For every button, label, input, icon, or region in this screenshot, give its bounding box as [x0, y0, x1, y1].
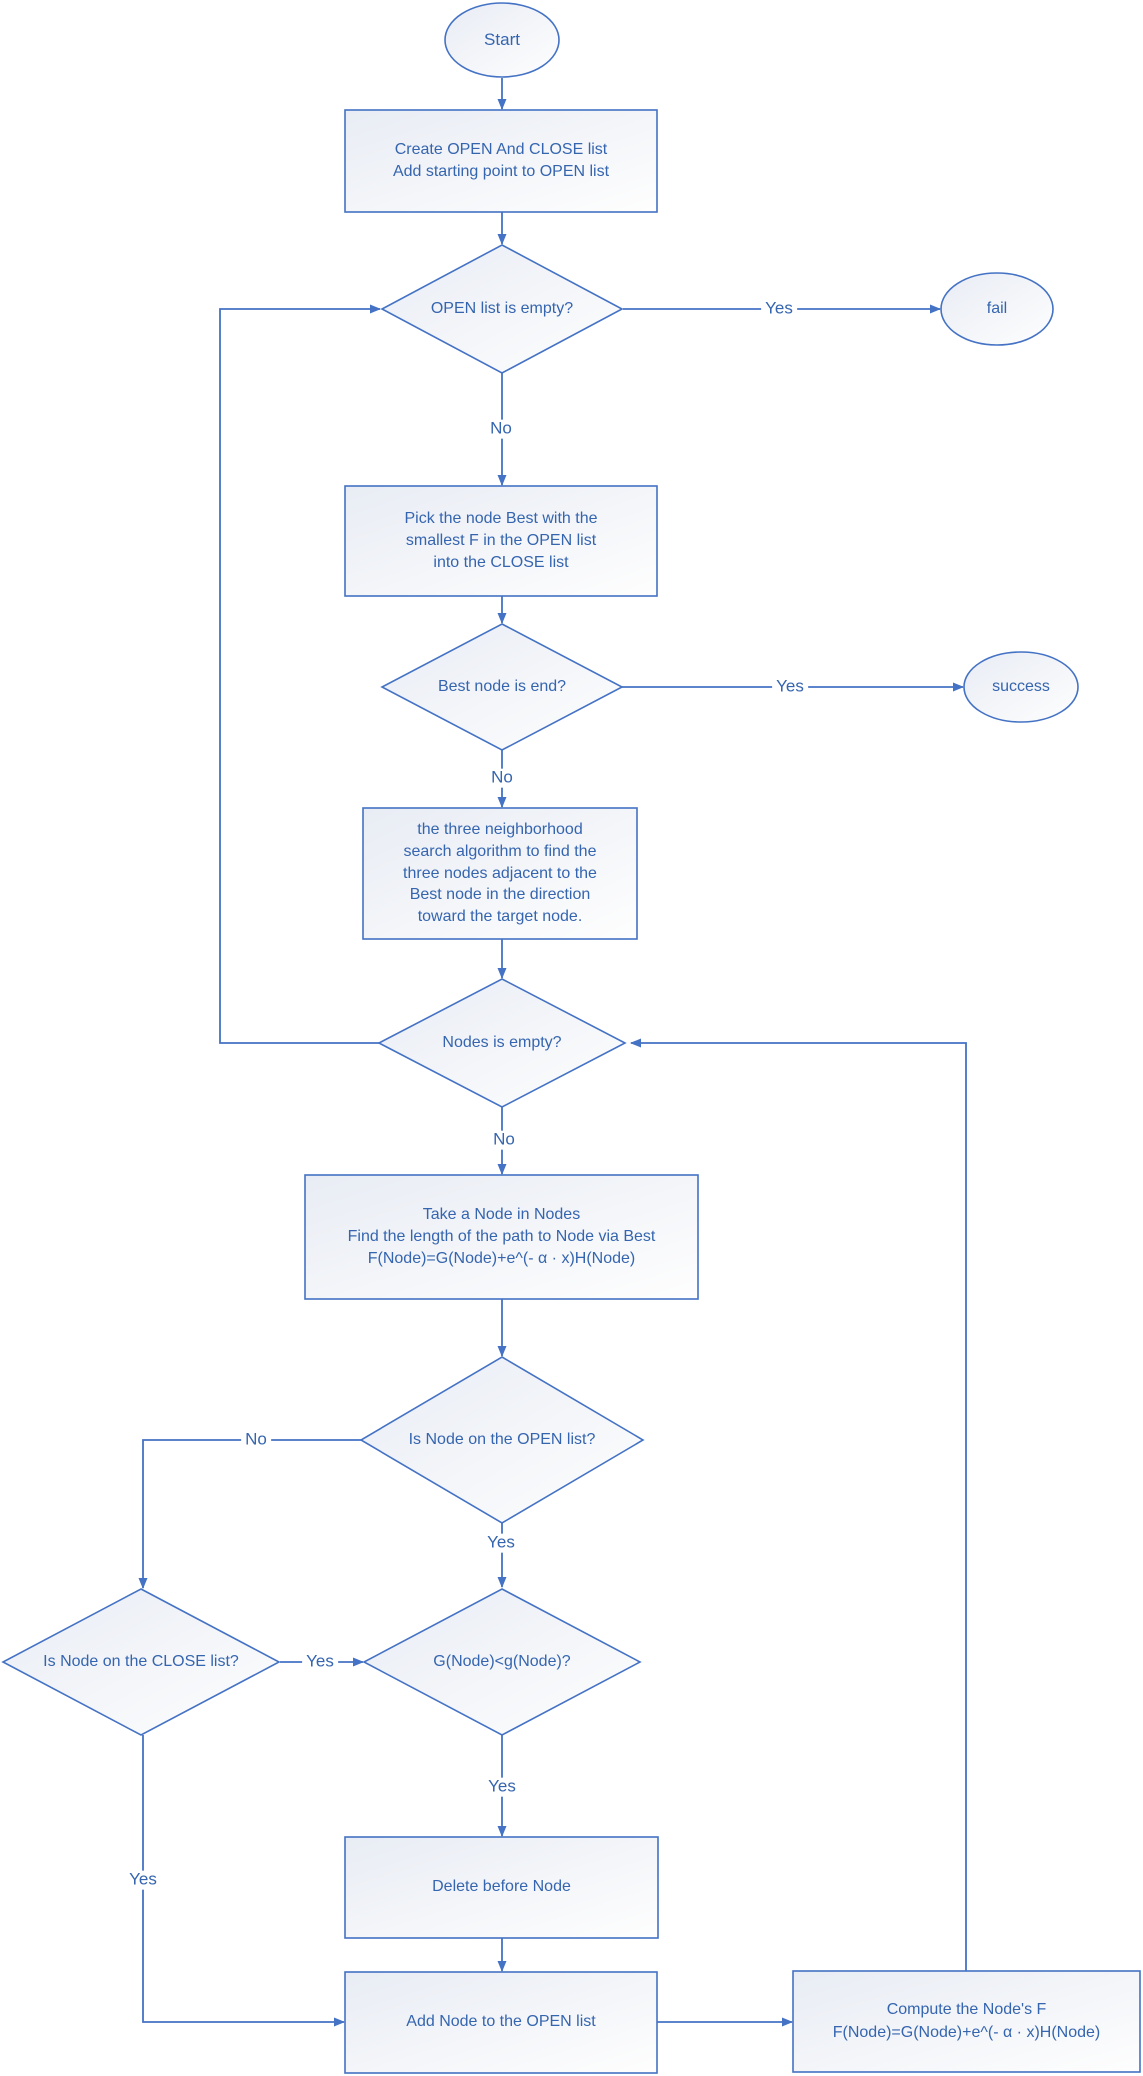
- pick-best-rect: [344, 485, 658, 597]
- fail-ellipse: [940, 272, 1054, 346]
- take-node-rect: [304, 1174, 699, 1300]
- start-ellipse: [444, 2, 560, 78]
- add-node-rect: [344, 1971, 658, 2074]
- node-on-close-diamond: [1, 1588, 281, 1736]
- edge-computef-loop-to-nodesempty: [630, 1038, 967, 1971]
- g-less-diamond: [362, 1588, 642, 1736]
- node-on-open-diamond: [359, 1356, 645, 1524]
- success-ellipse: [963, 651, 1079, 723]
- neighborhood-rect: [362, 807, 638, 940]
- compute-f-rect: [792, 1970, 1141, 2073]
- open-empty-diamond: [380, 244, 624, 374]
- edge-nodeonclose-yes-to-addnode: [142, 1735, 345, 2027]
- best-is-end-diamond: [380, 623, 624, 751]
- edge-nodeonopen-no-to-nodeonclose: [138, 1439, 361, 1589]
- create-lists-rect: [344, 109, 658, 213]
- edge-nodesempty-loop-to-openempty: [219, 304, 381, 1044]
- nodes-empty-diamond: [377, 978, 627, 1108]
- delete-before-rect: [344, 1836, 659, 1939]
